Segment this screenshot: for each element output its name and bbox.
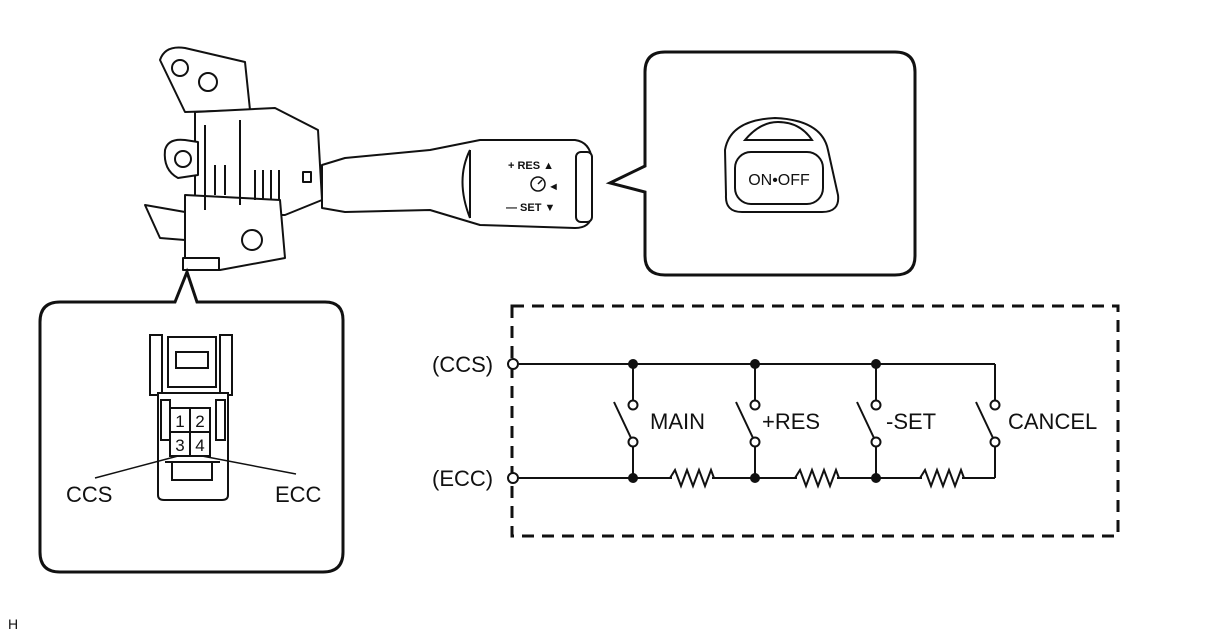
resistor-3 (919, 467, 965, 489)
main-switch-label: MAIN (650, 409, 705, 434)
ccs-terminal-label: (CCS) (432, 352, 493, 377)
connector-illustration (149, 334, 233, 501)
lever-res-label: + RES ▲ (508, 160, 554, 172)
lever-set-label: — SET ▼ (506, 202, 555, 214)
timer-icon (530, 176, 546, 192)
figure-corner-mark: H (8, 616, 18, 632)
set-switch-label: -SET (886, 409, 936, 434)
pin-2-label: 2 (195, 412, 204, 431)
ecc-terminal-label: (ECC) (432, 466, 493, 491)
ccs-terminal (507, 358, 519, 370)
pin-1-label: 1 (175, 412, 184, 431)
resistor-2 (794, 467, 840, 489)
switch-assembly-illustration (144, 46, 593, 271)
on-off-callout: ON•OFF (605, 50, 917, 277)
connector-ccs-label: CCS (66, 482, 112, 507)
pin-3-label: 3 (175, 436, 184, 455)
on-off-button-illustration (723, 116, 840, 213)
main-switch (613, 364, 639, 478)
cancel-switch (975, 364, 1001, 478)
res-switch (735, 364, 761, 478)
circuit-schematic: (CCS) (ECC) MAIN +RES -SET CANCEL (432, 304, 1120, 538)
cancel-switch-label: CANCEL (1008, 409, 1097, 434)
set-switch (856, 364, 882, 478)
connector-callout: 1 2 3 4 CCS ECC (38, 267, 345, 574)
res-switch-label: +RES (762, 409, 820, 434)
ccs-leader-line (94, 455, 179, 479)
on-off-button-label: ON•OFF (748, 172, 810, 189)
ecc-terminal (507, 472, 519, 484)
connector-ecc-label: ECC (275, 482, 322, 507)
ecc-leader-line (201, 455, 297, 475)
lever-cancel-arrow: ◄ (548, 181, 559, 193)
switch-boundary-box (510, 304, 1120, 538)
resistor-1 (669, 467, 715, 489)
resistors (669, 467, 965, 489)
pin-4-label: 4 (195, 436, 204, 455)
